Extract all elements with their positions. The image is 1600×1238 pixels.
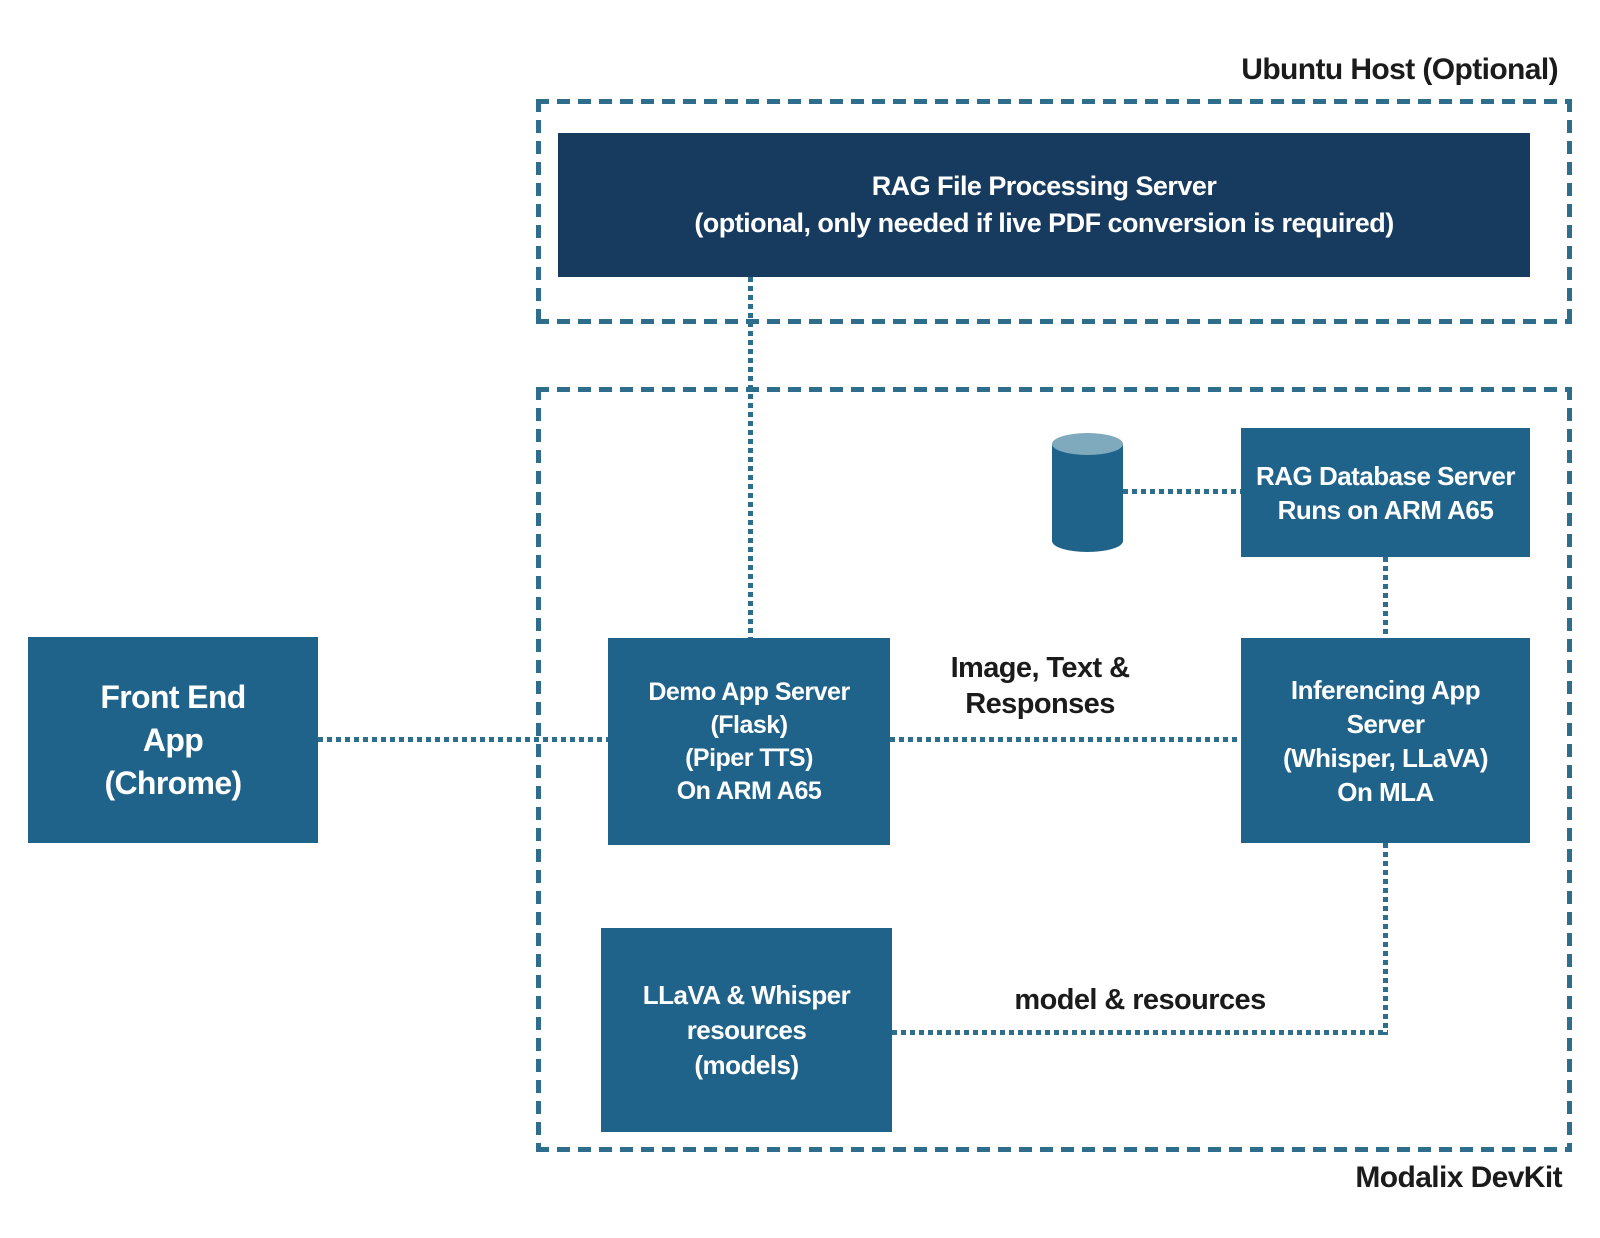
node-inferencing-app-server: Inferencing App Server (Whisper, LLaVA) …	[1241, 638, 1530, 843]
node-rag-file-processing-server: RAG File Processing Server (optional, on…	[558, 133, 1530, 277]
node-front-end-app: Front End App (Chrome)	[28, 637, 318, 843]
connector-demo-to-inferencing	[890, 737, 1241, 742]
connector-ragdb-to-inferencing	[1383, 557, 1388, 638]
connector-resources-to-inferencing-horizontal	[892, 1030, 1388, 1035]
connector-ragfile-to-demo	[748, 277, 753, 638]
database-icon	[1052, 433, 1123, 552]
node-demo-app-server: Demo App Server (Flask) (Piper TTS) On A…	[608, 638, 890, 845]
connector-database-to-ragdb	[1123, 489, 1241, 494]
connector-inferencing-to-resources-vertical	[1383, 843, 1388, 1035]
modalix-devkit-label: Modalix DevKit	[1355, 1161, 1562, 1194]
database-icon-top	[1052, 433, 1123, 455]
connector-frontend-to-demo	[318, 737, 608, 742]
node-llava-whisper-resources: LLaVA & Whisper resources (models)	[601, 928, 892, 1132]
edge-label-model-resources: model & resources	[1014, 984, 1266, 1016]
edge-label-image-text-responses: Image, Text & Responses	[950, 652, 1130, 720]
node-rag-database-server: RAG Database Server Runs on ARM A65	[1241, 428, 1530, 557]
database-icon-body	[1052, 444, 1123, 541]
ubuntu-host-label: Ubuntu Host (Optional)	[1241, 53, 1558, 86]
